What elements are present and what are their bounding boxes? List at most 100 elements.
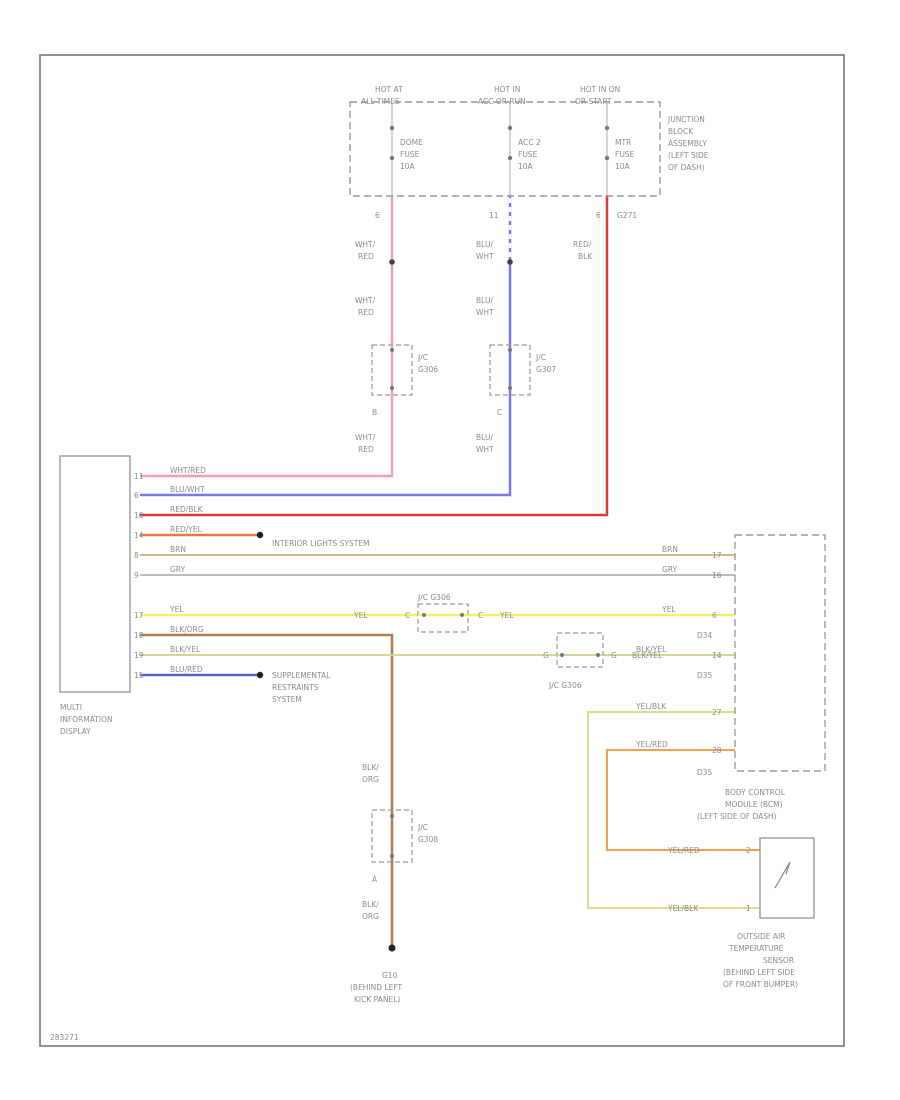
sensor-wire-1: YEL/RED bbox=[667, 846, 700, 855]
ground-upper-label-2: ORG bbox=[362, 775, 379, 784]
junction-block-name-3: ASSEMBLY bbox=[668, 139, 707, 148]
sensor-name-3: SENSOR bbox=[763, 956, 794, 965]
mid-pin: 8 bbox=[134, 551, 139, 560]
jc-blkyel-name: J/C G306 bbox=[548, 681, 582, 690]
mid-wire-label: BLK/YEL bbox=[170, 645, 201, 654]
mid-pin: 17 bbox=[134, 611, 144, 620]
multi-info-display-box bbox=[59, 455, 131, 693]
bcm-pin: 28 bbox=[712, 746, 722, 755]
jc-mid-name-2: G307 bbox=[536, 365, 556, 374]
mid-pin: 18 bbox=[134, 631, 144, 640]
bcm-conn-a: D34 bbox=[697, 631, 713, 640]
mid-wire-label: BLU/WHT bbox=[170, 485, 205, 494]
jc-gnd-name-2: G308 bbox=[418, 835, 438, 844]
dome-upper-label-1: WHT/ bbox=[355, 240, 376, 249]
mid-wire-label: RED/BLK bbox=[170, 505, 204, 514]
bcm-wire-label: YEL/BLK bbox=[635, 702, 667, 711]
fuse-2-line2: FUSE bbox=[518, 150, 538, 159]
jc-gnd-pin-low: A bbox=[372, 875, 378, 884]
hot-label-3-line2: OR START bbox=[575, 97, 612, 106]
mid-wire-label: BRN bbox=[170, 545, 186, 554]
junction-block-name-4: (LEFT SIDE bbox=[668, 151, 709, 160]
mid-pin: 10 bbox=[134, 511, 144, 520]
mid-wire-label: YEL bbox=[169, 605, 184, 614]
jc-yel-box bbox=[417, 603, 469, 633]
jc-yel-pin-r: C bbox=[478, 611, 483, 620]
mid-pin: 11 bbox=[134, 472, 144, 481]
mid-wire-label: BLU/RED bbox=[170, 665, 203, 674]
wire-yel-blk bbox=[587, 711, 760, 909]
thermistor-icon bbox=[774, 861, 791, 889]
fuse-1-line2: FUSE bbox=[400, 150, 420, 159]
mid-name-3: DISPLAY bbox=[60, 727, 91, 736]
jc-gnd-name-1: J/C bbox=[417, 823, 428, 832]
fuse-3-line2: FUSE bbox=[615, 150, 635, 159]
acc-mid-label-1: BLU/ bbox=[476, 296, 493, 305]
jc-yel-right-wire: YEL bbox=[499, 611, 514, 620]
jc-blkyel-pin-r: G bbox=[611, 651, 617, 660]
junction-block-name-2: BLOCK bbox=[668, 127, 694, 136]
sensor-pin-1: 2 bbox=[746, 846, 751, 855]
wire-blu-wht bbox=[140, 195, 512, 497]
bcm-name-1: BODY CONTROL bbox=[725, 788, 786, 797]
sensor-pin-2: 1 bbox=[746, 904, 751, 913]
fuse-1-line1: DOME bbox=[400, 138, 423, 147]
dome-low-label-2: RED bbox=[358, 445, 374, 454]
bcm-name-2: MODULE (BCM) bbox=[725, 800, 783, 809]
mid-pin: 9 bbox=[134, 571, 139, 580]
splice-acc bbox=[507, 259, 513, 265]
bcm-wire-label: BRN bbox=[662, 545, 678, 554]
sensor-box bbox=[759, 837, 815, 919]
dome-mid-label-1: WHT/ bbox=[355, 296, 376, 305]
jc-yel-name: J/C G306 bbox=[417, 593, 451, 602]
jb-pin-2: 11 bbox=[489, 211, 499, 220]
junction-block-name-5: OF DASH) bbox=[668, 163, 705, 172]
fuse-3-line1: MTR bbox=[615, 138, 631, 147]
ground-lower-label-2: ORG bbox=[362, 912, 379, 921]
bcm-row-labels: BRN17GRY16YEL6BLK/YEL14YEL/BLK27YEL/RED2… bbox=[635, 545, 722, 755]
sensor-name-4: (BEHIND LEFT SIDE bbox=[723, 968, 795, 977]
jc-blkyel-pin-l: G bbox=[543, 651, 549, 660]
jb-pin-3: 6 bbox=[596, 211, 601, 220]
mid-pin: 19 bbox=[134, 651, 144, 660]
bcm-pin: 6 bbox=[712, 611, 717, 620]
diagram-id: 283271 bbox=[50, 1033, 79, 1042]
ground-upper-label-1: BLK/ bbox=[362, 763, 379, 772]
bcm-name-3: (LEFT SIDE OF DASH) bbox=[697, 812, 777, 821]
mid-pin: 14 bbox=[134, 531, 144, 540]
bcm-conn-b: D35 bbox=[697, 671, 713, 680]
hot-label-2-line2: ACC OR RUN bbox=[478, 97, 526, 106]
ground-name-2: (BEHIND LEFT bbox=[350, 983, 403, 992]
mid-name-1: MULTI bbox=[60, 703, 82, 712]
mid-name-2: INFORMATION bbox=[60, 715, 113, 724]
bcm-pin: 17 bbox=[712, 551, 722, 560]
jb-conn-id: G271 bbox=[617, 211, 637, 220]
srs-label-3: SYSTEM bbox=[272, 695, 302, 704]
jc-blkyel-box bbox=[556, 632, 604, 668]
bcm-pin: 27 bbox=[712, 708, 722, 717]
wire-yel-red bbox=[606, 749, 760, 851]
acc-low-label-1: BLU/ bbox=[476, 433, 493, 442]
mid-pin: 6 bbox=[134, 491, 139, 500]
sensor-name-1: OUTSIDE AIR bbox=[737, 932, 785, 941]
dome-mid-label-2: RED bbox=[358, 308, 374, 317]
fuse-mtr bbox=[604, 102, 610, 195]
mid-wire-label: WHT/RED bbox=[170, 466, 206, 475]
hot-label-2-line1: HOT IN bbox=[494, 85, 520, 94]
acc-upper-label-1: BLU/ bbox=[476, 240, 493, 249]
jc-yel-left-wire: YEL bbox=[353, 611, 368, 620]
jc-blkyel-right-wire: BLK/YEL bbox=[632, 651, 663, 660]
bcm-wire-label: BLK/YEL bbox=[636, 645, 667, 654]
bcm-wire-label: GRY bbox=[662, 565, 678, 574]
fuse-acc2 bbox=[507, 102, 513, 195]
jc-left-pin-low: B bbox=[372, 408, 377, 417]
bcm-box bbox=[734, 534, 826, 772]
acc-low-label-2: WHT bbox=[476, 445, 494, 454]
fuse-dome bbox=[389, 102, 395, 195]
acc-upper-label-2: WHT bbox=[476, 252, 494, 261]
bcm-pin: 14 bbox=[712, 651, 722, 660]
jc-left-name-1: J/C bbox=[417, 353, 428, 362]
